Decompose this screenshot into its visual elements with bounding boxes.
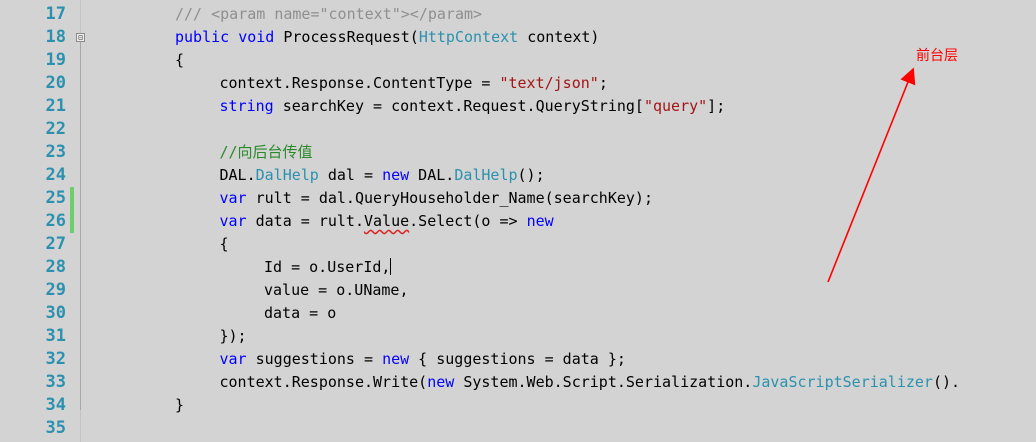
code-text: DAL. [409, 166, 455, 184]
code-line[interactable]: string searchKey = context.Request.Query… [220, 95, 726, 118]
fold-guide-line [80, 42, 81, 410]
code-keyword: public [175, 28, 230, 46]
code-text: data = o [264, 304, 337, 322]
code-text: dal = [318, 166, 383, 184]
code-line[interactable]: var rult = dal.QueryHouseholder_Name(sea… [220, 187, 653, 210]
code-line[interactable]: public void ProcessRequest(HttpContext c… [175, 26, 599, 49]
code-line[interactable]: { [175, 49, 184, 72]
code-line[interactable]: DAL.DalHelp dal = new DAL.DalHelp(); [220, 164, 545, 187]
line-number: 22 [45, 119, 66, 139]
code-keyword: new [382, 350, 410, 368]
code-line[interactable]: data = o [264, 302, 336, 325]
code-text: ProcessRequest( [274, 28, 419, 46]
code-text: { suggestions = data }; [409, 350, 626, 368]
code-text: suggestions = [246, 350, 383, 368]
line-number-gutter: 17 18 19 20 21 22 23 24 25 26 27 28 29 30 31 32 33 34 35 [0, 0, 81, 442]
line-number: 19 [45, 50, 66, 70]
code-text: Id = o.UserId, [264, 258, 391, 276]
text-caret [390, 258, 392, 275]
code-text: data = rult. [246, 212, 364, 230]
code-keyword: new [382, 166, 410, 184]
line-number: 25 [45, 188, 66, 208]
code-line[interactable]: //向后台传值 [220, 141, 313, 164]
code-line[interactable]: Id = o.UserId, [264, 256, 392, 279]
code-comment: //向后台传值 [219, 143, 313, 161]
change-marker [70, 210, 74, 233]
line-number: 33 [45, 372, 66, 392]
code-keyword: var [219, 212, 247, 230]
code-text: value = o.UName, [264, 281, 409, 299]
code-type-name: JavaScriptSerializer [752, 373, 933, 391]
code-type-name: DalHelp [454, 166, 518, 184]
code-line[interactable]: var data = rult.Value.Select(o => new [220, 210, 554, 233]
code-keyword: new [427, 373, 455, 391]
code-line[interactable]: context.Response.Write(new System.Web.Sc… [220, 371, 961, 394]
code-type-name: DalHelp [255, 166, 319, 184]
code-string: "query" [643, 97, 708, 115]
line-number: 30 [45, 303, 66, 323]
line-number: 26 [45, 211, 66, 231]
code-line[interactable]: var suggestions = new { suggestions = da… [220, 348, 626, 371]
code-keyword: void [238, 28, 275, 46]
code-text: } [175, 396, 185, 414]
code-text: context.Response.Write( [219, 373, 428, 391]
change-marker [70, 187, 74, 210]
code-line[interactable]: context.Response.ContentType = "text/jso… [220, 72, 608, 95]
line-number: 27 [45, 234, 66, 254]
line-number: 18 [45, 27, 66, 47]
line-number: 29 [45, 280, 66, 300]
code-keyword: var [219, 189, 247, 207]
code-keyword: string [219, 97, 274, 115]
fold-toggle-icon[interactable]: ⊟ [76, 33, 85, 42]
code-text: context) [518, 28, 600, 46]
line-number: 23 [45, 142, 66, 162]
code-line[interactable]: /// <param name="context"></param> [175, 3, 482, 26]
code-line[interactable]: value = o.UName, [264, 279, 409, 302]
code-text: ]; [707, 97, 726, 115]
code-line[interactable]: } [175, 394, 184, 417]
code-error-squiggle: Value [364, 212, 410, 230]
line-number: 32 [45, 349, 66, 369]
code-doc-comment: /// <param name="context"></param> [175, 5, 483, 23]
code-keyword: var [219, 350, 247, 368]
code-text: context.Response.ContentType = [219, 74, 500, 92]
code-text: (). [932, 373, 961, 391]
code-text: DAL. [219, 166, 256, 184]
code-text: rult = dal.QueryHouseholder_Name(searchK… [246, 189, 653, 207]
line-number: 34 [45, 395, 66, 415]
code-string: "text/json" [499, 74, 599, 92]
code-text: { [175, 51, 185, 69]
code-line[interactable]: }); [220, 325, 247, 348]
code-text: { [219, 235, 229, 253]
code-type-name: HttpContext [418, 28, 519, 46]
line-number: 17 [45, 4, 66, 24]
code-text [229, 28, 238, 46]
code-text: ; [598, 74, 608, 92]
line-number: 24 [45, 165, 66, 185]
code-line[interactable]: { [220, 233, 229, 256]
code-text: System.Web.Script.Serialization. [454, 373, 753, 391]
line-number: 20 [45, 73, 66, 93]
annotation-label: 前台层 [916, 48, 958, 64]
line-number: 28 [45, 257, 66, 277]
code-text: }); [219, 327, 247, 345]
line-number: 21 [45, 96, 66, 116]
line-number: 35 [45, 418, 66, 438]
code-keyword: new [526, 212, 554, 230]
code-text: .Select(o => [409, 212, 527, 230]
code-text: searchKey = context.Request.QueryString[ [273, 97, 644, 115]
line-number: 31 [45, 326, 66, 346]
code-text: (); [517, 166, 545, 184]
